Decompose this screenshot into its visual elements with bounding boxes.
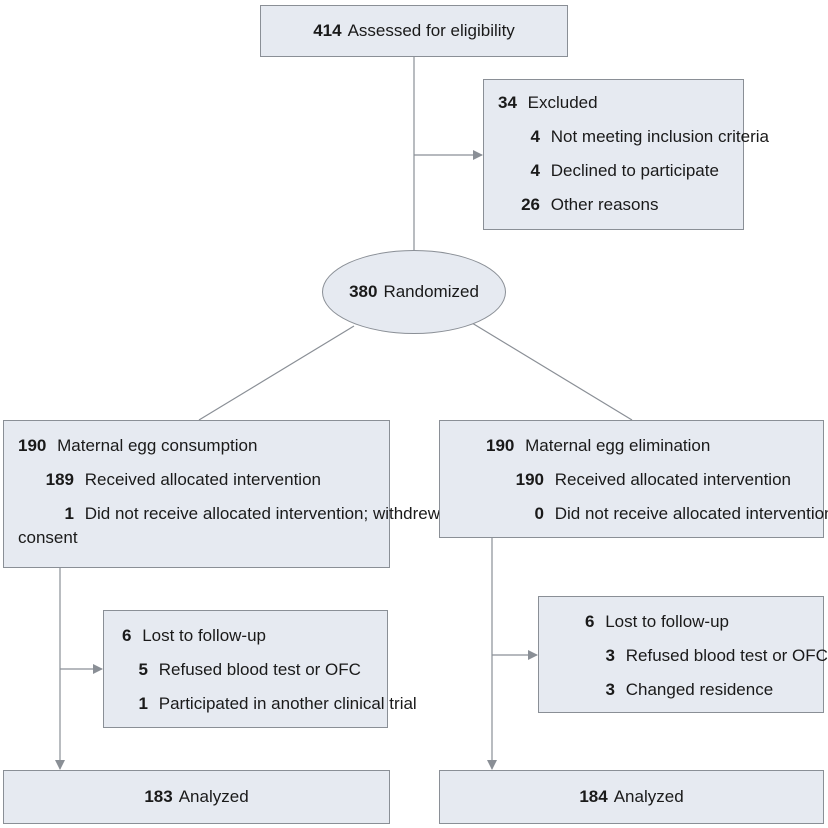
line-randomized-to-right: [471, 322, 633, 421]
right-analyzed-box: 184 Analyzed: [439, 770, 824, 824]
assessed-box: 414 Assessed for eligibility: [260, 5, 568, 57]
right-received-count: 190: [515, 470, 544, 489]
left-lost-reason-count: 1: [138, 694, 148, 713]
right-analyzed-count: 184: [579, 787, 608, 806]
right-arm-label: Maternal egg elimination: [525, 436, 711, 455]
randomized-ellipse: 380 Randomized: [322, 250, 506, 334]
right-lost-reason-count: 3: [605, 680, 615, 699]
assessed-count: 414: [313, 21, 342, 40]
excluded-reason-label: Not meeting inclusion criteria: [550, 127, 769, 146]
left-analyzed-label: Analyzed: [178, 787, 249, 806]
excluded-reason-count: 4: [530, 127, 540, 146]
left-not-received-label: Did not receive allocated intervention; …: [84, 504, 441, 523]
left-lost-label: Lost to follow-up: [142, 626, 266, 645]
excluded-count: 34: [498, 93, 517, 112]
excluded-reason-count: 26: [521, 195, 540, 214]
left-arm-box: 190 Maternal egg consumption 189 Receive…: [3, 420, 440, 568]
left-lost-count: 6: [122, 626, 132, 645]
right-lost-reason-label: Changed residence: [625, 680, 774, 699]
left-lost-box: 6 Lost to follow-up 5 Refused blood test…: [103, 610, 417, 728]
assessed-label: Assessed for eligibility: [347, 21, 515, 40]
left-not-received-label-cont: consent: [18, 528, 78, 547]
right-lost-reason-count: 3: [605, 646, 615, 665]
right-arm-count: 190: [486, 436, 515, 455]
right-arm-box: 190 Maternal egg elimination 190 Receive…: [439, 420, 828, 538]
right-not-received-count: 0: [534, 504, 544, 523]
excluded-box: 34 Excluded 4 Not meeting inclusion crit…: [483, 79, 769, 230]
line-randomized-to-left: [198, 325, 355, 421]
left-lost-reason-label: Refused blood test or OFC: [158, 660, 361, 679]
right-lost-label: Lost to follow-up: [605, 612, 729, 631]
left-arm-label: Maternal egg consumption: [57, 436, 258, 455]
left-received-label: Received allocated intervention: [84, 470, 321, 489]
right-lost-reason-label: Refused blood test or OFC: [625, 646, 828, 665]
right-received-label: Received allocated intervention: [554, 470, 791, 489]
left-arm-count: 190: [18, 436, 47, 455]
randomized-count: 380: [349, 282, 378, 301]
right-lost-count: 6: [585, 612, 595, 631]
left-analyzed-box: 183 Analyzed: [3, 770, 390, 824]
left-received-count: 189: [45, 470, 74, 489]
excluded-reason-label: Other reasons: [550, 195, 659, 214]
excluded-reason-count: 4: [530, 161, 540, 180]
excluded-label: Excluded: [527, 93, 598, 112]
right-lost-box: 6 Lost to follow-up 3 Refused blood test…: [538, 596, 828, 713]
left-lost-reason-label: Participated in another clinical trial: [158, 694, 417, 713]
left-not-received-count: 1: [64, 504, 74, 523]
left-analyzed-count: 183: [144, 787, 173, 806]
right-not-received-label: Did not receive allocated intervention: [554, 504, 828, 523]
excluded-reason-label: Declined to participate: [550, 161, 719, 180]
right-analyzed-label: Analyzed: [613, 787, 684, 806]
randomized-label: Randomized: [383, 282, 479, 301]
left-lost-reason-count: 5: [138, 660, 148, 679]
